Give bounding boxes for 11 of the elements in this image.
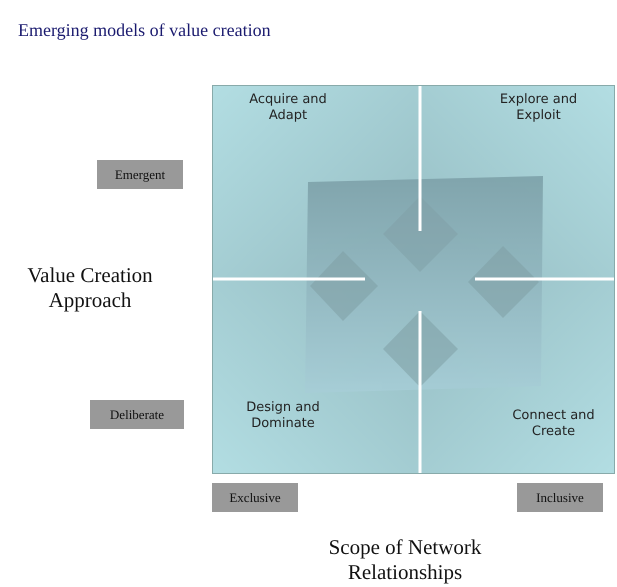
axis-tag: Inclusive bbox=[517, 483, 603, 512]
quadrant-title: Acquire and Adapt bbox=[248, 92, 328, 124]
axis-title: Value Creation Approach bbox=[26, 263, 154, 314]
quadrant-title: Connect and Create bbox=[511, 408, 596, 440]
axis-title: Scope of Network Relationships bbox=[328, 535, 482, 586]
axis-tag: Emergent bbox=[97, 160, 183, 189]
quadrant-title: Design and Dominate bbox=[245, 400, 321, 432]
chart-title: Emerging models of value creation bbox=[18, 20, 271, 41]
quadrant-title: Explore and Exploit bbox=[498, 92, 578, 124]
axis-tag: Exclusive bbox=[212, 483, 298, 512]
axis-tag: Deliberate bbox=[90, 400, 184, 429]
